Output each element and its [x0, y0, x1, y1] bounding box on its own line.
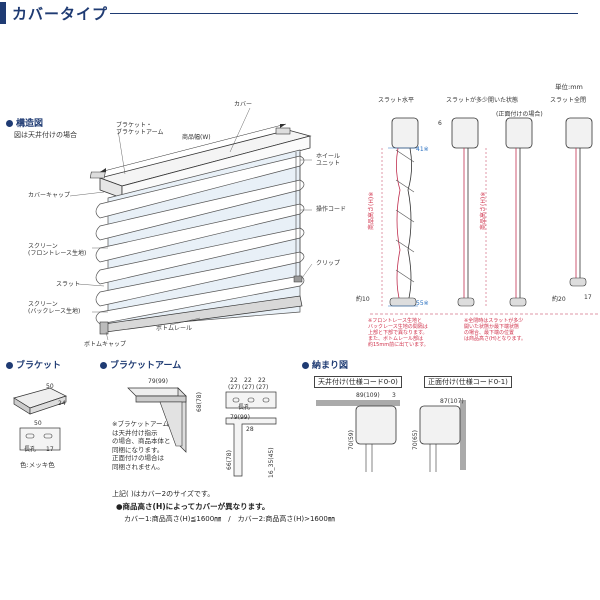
- label-cover: カバー: [234, 101, 253, 108]
- label-bottom-cap: ボトムキャップ: [84, 341, 127, 348]
- arm-dim-22b: 22: [244, 377, 252, 384]
- arm-dim-28: 28: [246, 426, 254, 433]
- bracket-dim-50b: 50: [34, 420, 42, 427]
- note-right: ※全閉時はスラットが多少 開いた状態か最下端状態 の場合、最下端の位置 は商品高…: [464, 318, 527, 342]
- dim-55: 55※: [416, 300, 429, 307]
- bracket-dim-50a: 50: [46, 383, 54, 390]
- label-slat: スラット: [56, 281, 81, 288]
- label-clip: クリップ: [316, 260, 341, 267]
- footer-note-1: 上記( )はカバー2のサイズです。: [112, 490, 215, 498]
- arm-note: ※ブラケットアーム は天井付け指示 の場合、商品本体と 同梱になります。 正面付…: [112, 420, 171, 471]
- label-screen-front: スクリーン (フロントレース生地): [28, 243, 87, 257]
- dim-41: 41※: [416, 146, 429, 153]
- dim-17: 17: [584, 294, 592, 301]
- footer-note-2: ●商品高さ(H)によってカバーが異なります。: [116, 502, 270, 511]
- label-screen-back: スクリーン (バックレース生地): [28, 301, 81, 315]
- arm-dim-79-99-b: 79(99): [230, 414, 250, 421]
- install-front-label: 正面付け(仕様コード0-1): [424, 376, 512, 388]
- install-dim-87-107: 87(107): [440, 398, 464, 405]
- install-dim-89-109: 89(109): [356, 392, 380, 399]
- bullet-icon: [100, 362, 107, 369]
- install-dim-70-65: 70(65): [412, 430, 419, 450]
- arm-dim-22c: 22: [258, 377, 266, 384]
- title-accent: [0, 2, 6, 24]
- height-label-2: 商品高さ(H)※: [480, 191, 487, 230]
- bracket-arm-dim-drawing: [225, 391, 277, 477]
- bracket-heading: ブラケット: [6, 358, 61, 371]
- arm-dim-79-99: 79(99): [148, 378, 168, 385]
- arm-dim-66-78: 66(78): [226, 450, 233, 470]
- label-bottom-rail: ボトムレール: [156, 325, 193, 332]
- arm-hole: 長孔: [238, 404, 251, 411]
- bullet-icon: [6, 120, 13, 127]
- bracket-arm-drawing: [127, 387, 187, 453]
- state-horizontal: スラット水平: [378, 97, 415, 104]
- note-left: ※フロントレース生地と バックレース生地の間隔は 上部と下部で異なります。 また…: [368, 318, 429, 348]
- arm-dim-22a: 22: [230, 377, 238, 384]
- page-title: カバータイプ: [12, 5, 109, 23]
- arm-dim-68-78: 68(78): [196, 392, 203, 412]
- bracket-hole: 長孔: [24, 446, 37, 453]
- installation-heading: 納まり図: [302, 358, 348, 371]
- state-partly-open: スラットが多少開いた状態: [446, 97, 519, 104]
- label-operation-cord: 操作コード: [316, 206, 347, 213]
- bullet-icon: [302, 362, 309, 369]
- installation-drawing: [316, 400, 466, 472]
- state-closed: スラット全閉: [550, 97, 587, 104]
- bracket-dim-24: 24: [58, 400, 66, 407]
- bracket-dim-17: 17: [46, 446, 54, 453]
- install-ceiling-label: 天井付け(仕様コード0-0): [314, 376, 402, 388]
- install-dim-3: 3: [392, 392, 396, 399]
- blind-structure-drawing: [69, 107, 313, 341]
- label-cover-cap: カバーキャップ: [28, 192, 71, 199]
- title-rule: [110, 13, 578, 14]
- dim-10: 約10: [356, 296, 370, 303]
- arm-dim-27b: (27): [242, 384, 255, 391]
- dim-6: 6: [438, 120, 442, 127]
- bullet-icon: [6, 362, 13, 369]
- arm-dim-27c: (27): [256, 384, 269, 391]
- slat-states-drawing: [370, 117, 600, 315]
- state-partly-note: (正面付けの場合): [496, 111, 543, 118]
- install-dim-70-59: 70(59): [348, 430, 355, 450]
- arm-dim-27a: (27): [228, 384, 241, 391]
- section-title-bar: カバータイプ: [0, 0, 580, 26]
- label-bracket-arm: ブラケット・ ブラケットアーム: [116, 122, 164, 136]
- structure-heading: 構造図: [6, 116, 43, 129]
- bracket-drawing: [13, 387, 67, 451]
- structure-sub: 図は天井付けの場合: [14, 131, 77, 139]
- unit-label: 単位:mm: [555, 83, 583, 91]
- footer-note-3: カバー1:商品高さ(H)≦1600㎜ / カバー2:商品高さ(H)>1600㎜: [124, 515, 335, 523]
- dim-20: 約20: [552, 296, 566, 303]
- label-width: 商品幅(W): [182, 134, 211, 141]
- label-wheel-unit: ホイール ユニット: [316, 153, 341, 167]
- arm-dim-16-35: 16_35(45): [268, 447, 275, 478]
- height-label-1: 商品高さ(H)※: [368, 191, 375, 230]
- bracket-color: 色:メッキ色: [20, 461, 55, 469]
- bracket-arm-heading: ブラケットアーム: [100, 358, 181, 371]
